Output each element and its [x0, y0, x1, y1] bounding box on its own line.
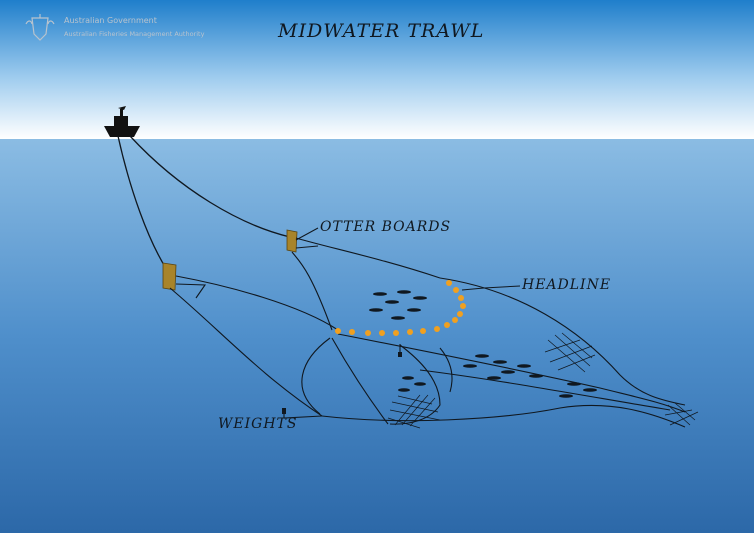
ship-icon [104, 106, 140, 137]
otter-boards [162, 229, 298, 291]
headline-floats [335, 280, 466, 336]
sky [0, 0, 754, 139]
label-weights: WEIGHTS [218, 416, 298, 432]
label-otter-boards: OTTER BOARDS [320, 219, 452, 235]
warp-lines [117, 135, 291, 271]
fish-school [369, 290, 597, 398]
net-lines [169, 237, 686, 428]
weight-marker [282, 408, 286, 414]
label-headline: HEADLINE [522, 277, 612, 293]
logo-line-1: Australian Government [64, 16, 157, 25]
logo-line-2: Australian Fisheries Management Authorit… [64, 30, 205, 38]
net-mesh [387, 332, 699, 429]
diagram-title: MIDWATER TRAWL [278, 20, 485, 42]
otter-pointer [295, 227, 319, 241]
sea [0, 139, 754, 533]
drop-weight [398, 352, 402, 357]
government-crest-icon [25, 14, 55, 41]
headline-pointer [461, 285, 521, 291]
